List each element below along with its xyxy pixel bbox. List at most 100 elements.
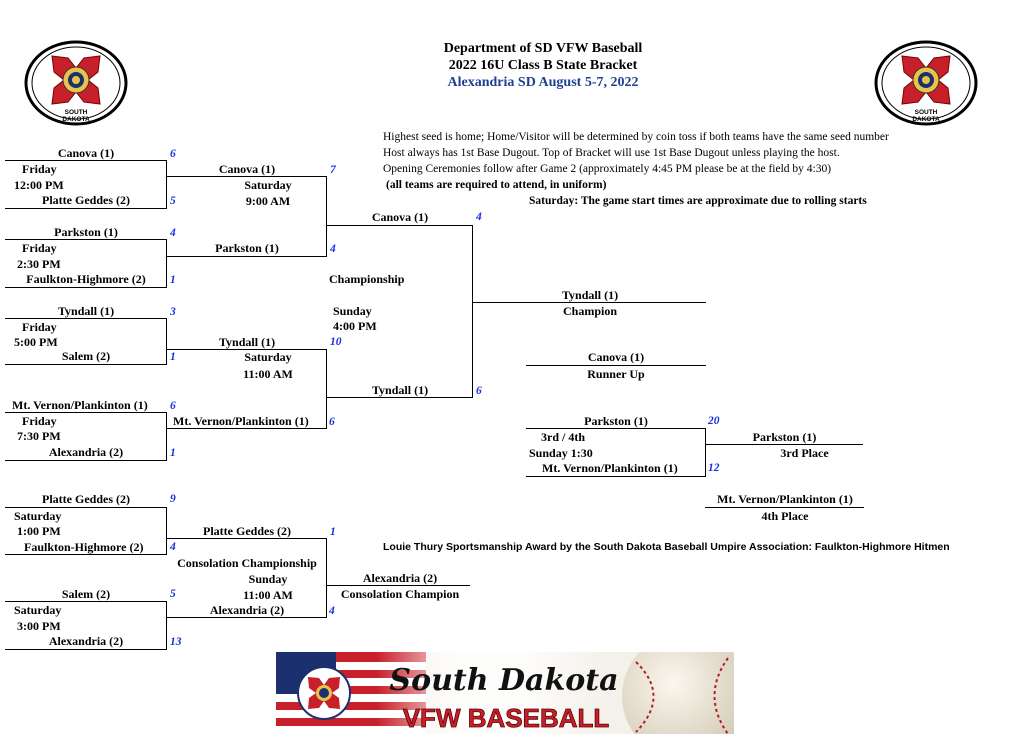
r1g1-day: Friday <box>22 162 57 176</box>
fourth-place-label: 4th Place <box>761 509 809 523</box>
r1g4-top-team: Mt. Vernon/Plankinton (1) <box>12 398 148 412</box>
semi4-team: Mt. Vernon/Plankinton (1) <box>173 414 309 428</box>
bracket-line <box>327 585 470 586</box>
bracket-line <box>167 617 327 618</box>
logo-bottom-text: DAKOTA <box>912 116 940 123</box>
bracket-line <box>5 364 167 365</box>
final-label: Championship <box>329 272 405 286</box>
title-line-2: 2022 16U Class B State Bracket <box>448 58 638 73</box>
bracket-connector <box>166 239 167 287</box>
bracket-connector <box>166 507 167 554</box>
third-place-label: 3rd Place <box>780 446 829 460</box>
r1g2-bottom-team: Faulkton-Highmore (2) <box>26 272 146 286</box>
bracket-connector <box>166 412 167 460</box>
bracket-connector <box>472 225 473 397</box>
bracket-line <box>167 428 327 429</box>
r1g3-top-team: Tyndall (1) <box>57 304 115 318</box>
bracket-line <box>5 239 167 240</box>
fourth-place-team: Mt. Vernon/Plankinton (1) <box>717 492 853 506</box>
r1g4-bottom-team: Alexandria (2) <box>48 445 124 459</box>
bracket-connector <box>705 428 706 476</box>
bracket-line <box>167 538 327 539</box>
cons-final-bottom-score: 4 <box>329 605 335 617</box>
cons-final-day: Sunday <box>248 572 288 586</box>
bracket-line <box>5 412 167 413</box>
vfw-logo-left: SOUTH DAKOTA <box>24 40 128 126</box>
semi2-score: 4 <box>330 243 336 255</box>
r1g2-day: Friday <box>22 241 57 255</box>
bracket-connector <box>326 176 327 256</box>
final-bottom-score: 6 <box>476 385 482 397</box>
r1g1-bottom-score: 5 <box>170 195 176 207</box>
cons-champion-label: Consolation Champion <box>340 587 460 601</box>
logo-top-text: SOUTH <box>915 109 938 116</box>
bracket-line <box>327 397 473 398</box>
sportsmanship-award: Louie Thury Sportsmanship Award by the S… <box>383 541 950 553</box>
banner-script-text: South Dakota <box>389 663 618 698</box>
semi3-day: Saturday <box>244 350 292 364</box>
bracket-line <box>167 256 327 257</box>
cons1-top-score: 9 <box>170 493 176 505</box>
title-line-1: Department of SD VFW Baseball <box>443 41 643 56</box>
champion-team: Tyndall (1) <box>561 288 619 302</box>
champion-label: Champion <box>562 304 618 318</box>
bracket-connector <box>326 538 327 617</box>
r1g2-top-team: Parkston (1) <box>54 225 118 239</box>
vfw-baseball-banner: South Dakota VFW BASEBALL <box>276 652 734 734</box>
r1g2-time: 2:30 PM <box>17 257 61 271</box>
r1g4-day: Friday <box>22 414 57 428</box>
logo-top-text: SOUTH <box>65 109 88 116</box>
cons1-top-team: Platte Geddes (2) <box>42 492 130 506</box>
cons-final-top-team: Platte Geddes (2) <box>203 524 291 538</box>
bracket-connector <box>166 318 167 364</box>
bracket-line <box>5 160 167 161</box>
semi2-team: Parkston (1) <box>215 241 279 255</box>
r1g1-bottom-team: Platte Geddes (2) <box>42 193 130 207</box>
info-ceremonies: Opening Ceremonies follow after Game 2 (… <box>383 163 832 175</box>
bracket-line <box>5 554 167 555</box>
r1g1-top-team: Canova (1) <box>57 146 115 160</box>
bracket-line <box>705 507 864 508</box>
cons-final-label: Consolation Championship <box>177 556 317 570</box>
cons2-bottom-score: 13 <box>170 636 182 648</box>
bracket-line <box>526 476 706 477</box>
r1g1-time: 12:00 PM <box>14 178 64 192</box>
bracket-line <box>705 444 863 445</box>
third-bottom-score: 12 <box>708 462 720 474</box>
bracket-line <box>473 302 706 303</box>
title-line-3: Alexandria SD August 5-7, 2022 <box>447 75 639 90</box>
final-day: Sunday <box>333 304 372 318</box>
cons2-top-score: 5 <box>170 588 176 600</box>
r1g3-day: Friday <box>22 320 57 334</box>
semi1-score: 7 <box>330 164 336 176</box>
semi3-time: 11:00 AM <box>243 367 293 381</box>
cons2-bottom-team: Alexandria (2) <box>48 634 124 648</box>
bracket-connector <box>166 601 167 649</box>
bracket-line <box>526 365 706 366</box>
bracket-connector <box>326 349 327 428</box>
runner-up-team: Canova (1) <box>587 350 645 364</box>
r1g2-top-score: 4 <box>170 227 176 239</box>
bracket-line <box>327 225 473 226</box>
third-label: 3rd / 4th <box>541 430 586 444</box>
third-top-team: Parkston (1) <box>584 414 648 428</box>
bracket-line <box>167 349 327 350</box>
semi1-time: 9:00 AM <box>245 194 291 208</box>
r1g3-bottom-score: 1 <box>170 351 176 363</box>
third-bottom-team: Mt. Vernon/Plankinton (1) <box>542 461 678 475</box>
semi1-team: Canova (1) <box>218 162 276 176</box>
r1g4-top-score: 6 <box>170 400 176 412</box>
bracket-line <box>5 208 167 209</box>
semi1-day: Saturday <box>244 178 292 192</box>
banner-title-text: VFW BASEBALL <box>403 703 610 733</box>
semi4-score: 6 <box>329 416 335 428</box>
vfw-logo-right: SOUTH DAKOTA <box>874 40 978 126</box>
cons2-top-team: Salem (2) <box>61 587 111 601</box>
r1g3-bottom-team: Salem (2) <box>61 349 111 363</box>
final-bottom-team: Tyndall (1) <box>371 383 429 397</box>
bracket-line <box>167 176 327 177</box>
cons2-day: Saturday <box>14 603 62 617</box>
runner-up-label: Runner Up <box>587 367 645 381</box>
cons1-bottom-team: Faulkton-Highmore (2) <box>24 540 144 554</box>
bracket-line <box>5 287 167 288</box>
